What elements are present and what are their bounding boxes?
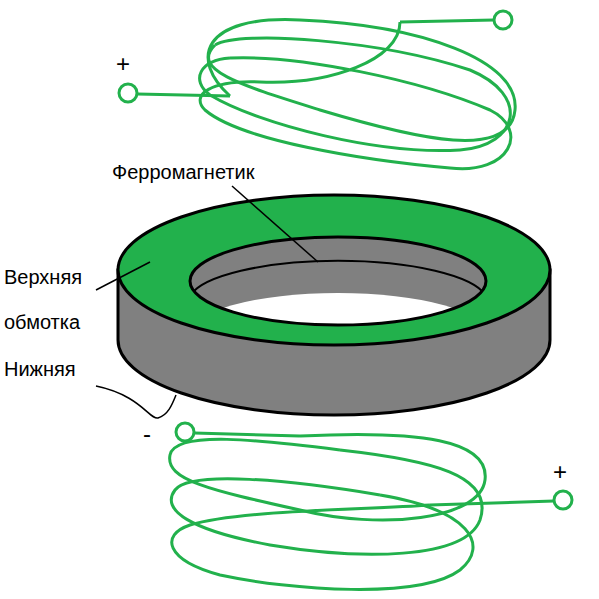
lower-coil [170, 423, 572, 589]
leader-lines [96, 186, 318, 418]
leader-line [96, 262, 150, 290]
polarity-sign: + [116, 50, 146, 78]
part-label: Ферромагнетик [112, 160, 312, 184]
polarity-sign: + [553, 458, 583, 486]
polarity-sign: - [143, 420, 173, 448]
hole-rim [190, 237, 486, 325]
ring-hole [188, 293, 488, 377]
leader-line [96, 386, 176, 418]
part-label: Верхняя обмотка [4, 255, 104, 345]
hole-edge [190, 261, 486, 296]
leader-line [232, 186, 318, 262]
part-label: Нижняя [4, 357, 114, 381]
upper-coil [119, 11, 515, 169]
